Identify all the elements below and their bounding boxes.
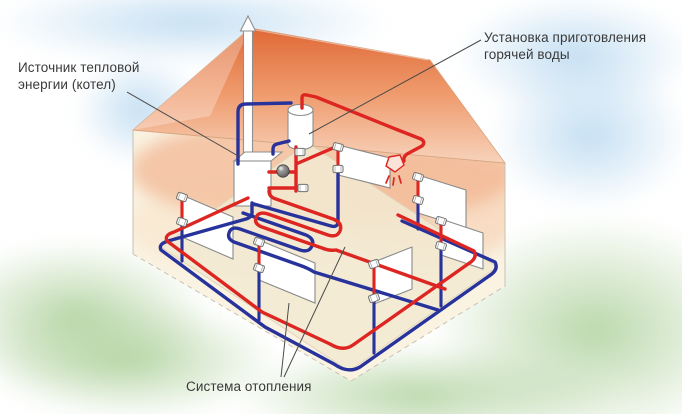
tank-elbow-pipe (271, 139, 291, 156)
water-heater-icon (287, 103, 314, 151)
valve-icon (297, 183, 309, 193)
pump-icon (276, 164, 290, 178)
serpentine-coil-icon (253, 189, 447, 291)
tank-to-shower-pipe (300, 93, 426, 166)
boiler-icon (232, 151, 284, 207)
valve-icon (294, 147, 306, 157)
label-heat-source: Источник тепловой энергии (котел) (18, 60, 140, 92)
valve-icon (332, 164, 344, 174)
shower-icon (385, 154, 405, 186)
boiler-to-tank-pipe (236, 101, 293, 166)
label-hot-water: Установка приготовления горячей воды (484, 30, 647, 62)
leader-line-hot-water (308, 39, 482, 135)
label-heating-system: Система отопления (186, 379, 312, 394)
radiator-supply-risers (180, 147, 443, 300)
